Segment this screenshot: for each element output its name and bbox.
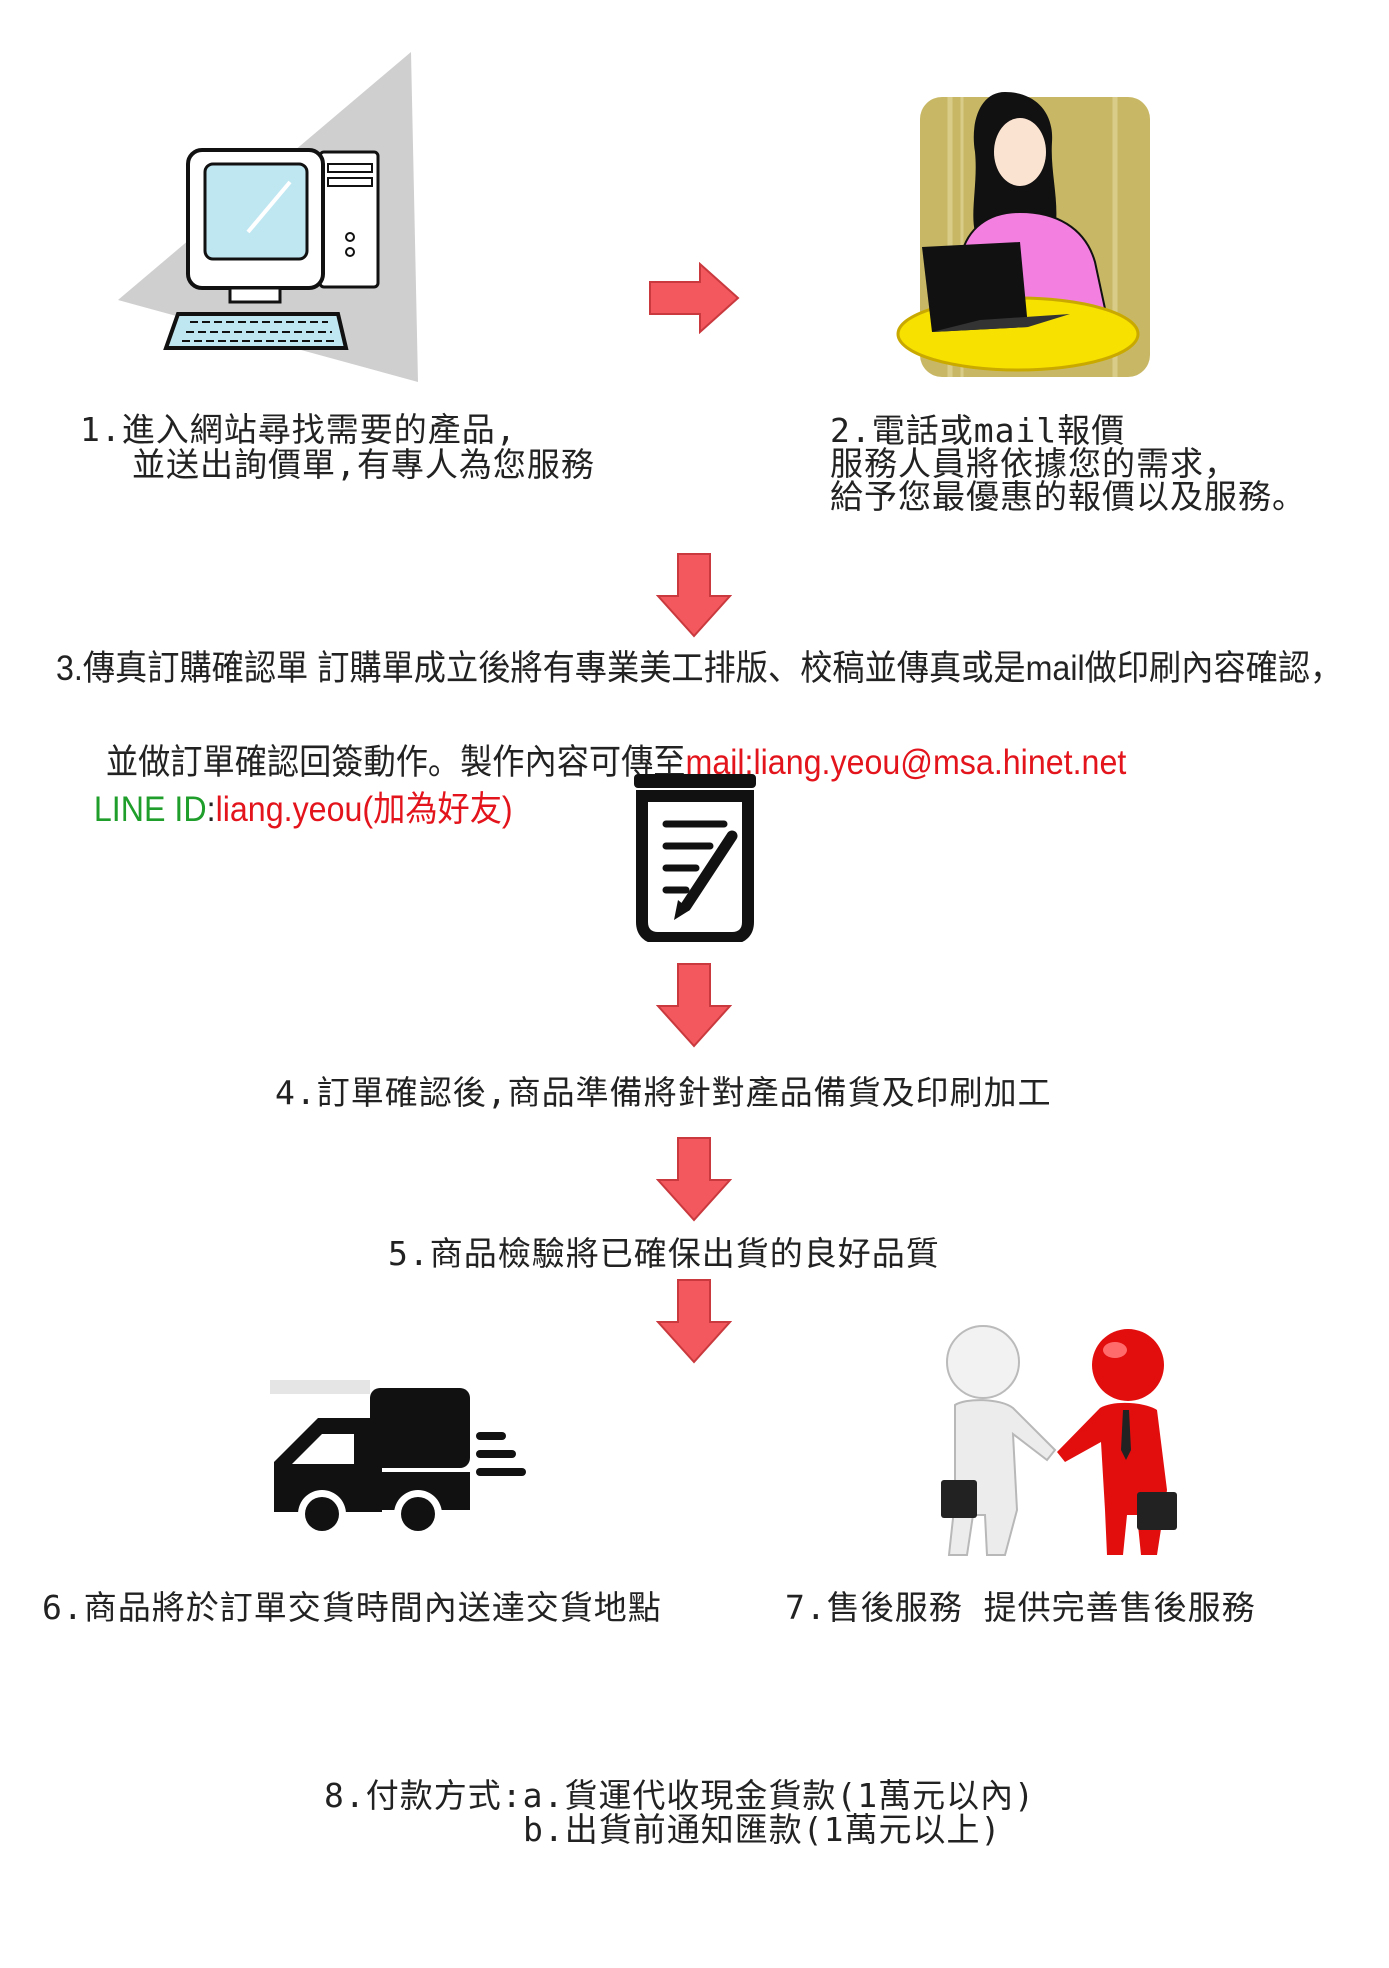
document-edit-icon [628,772,762,942]
step-3-line-id: liang.yeou(加為好友) [215,790,513,829]
step-3-email: mail:liang.yeou@msa.hinet.net [685,743,1127,782]
step-6-text: 6.商品將於訂單交貨時間內送達交貨地點 [42,1588,662,1627]
arrow-down-icon [656,1136,732,1222]
step-2-line-3: 給予您最優惠的報價以及服務。 [830,477,1306,516]
handshake-icon [905,1310,1217,1565]
step-2-line-1: 2.電話或mail報價 [830,411,1126,450]
customer-service-icon [870,62,1152,382]
step-3-line-2-text: 並做訂單確認回簽動作。製作內容可傳至 [105,743,686,782]
delivery-truck-icon [270,1380,530,1540]
step-3-line-2: 並做訂單確認回簽動作。製作內容可傳至mail:liang.yeou@msa.hi… [88,692,1126,786]
computer-icon [118,52,418,382]
step-8-line-1: 8.付款方式:a.貨運代收現金貨款(1萬元以內) [324,1776,1035,1815]
step-5-text: 5.商品檢驗將已確保出貨的良好品質 [388,1234,940,1273]
step-3-line-1: 3.傳真訂購確認單 訂購單成立後將有專業美工排版、校稿並傳真或是mail做印刷內… [56,649,1343,688]
step-8-line-2: b.出貨前通知匯款(1萬元以上) [523,1810,1002,1849]
step-7-text: 7.售後服務 提供完善售後服務 [785,1588,1256,1627]
arrow-down-icon [656,552,732,638]
step-1-line-2: 並送出詢價單,有專人為您服務 [132,445,595,484]
step-3-colon: : [206,790,216,829]
step-3-line-id-label: LINE ID [93,790,207,829]
step-3-line-3: LINE ID:liang.yeou(加為好友) [76,739,513,833]
arrow-down-icon [656,1278,732,1364]
step-1-line-1: 1.進入網站尋找需要的產品, [80,410,517,449]
arrow-right-icon [648,262,740,334]
step-4-text: 4.訂單確認後,商品準備將針對產品備貨及印刷加工 [275,1073,1052,1112]
arrow-down-icon [656,962,732,1048]
step-2-line-2: 服務人員將依據您的需求， [830,444,1238,483]
